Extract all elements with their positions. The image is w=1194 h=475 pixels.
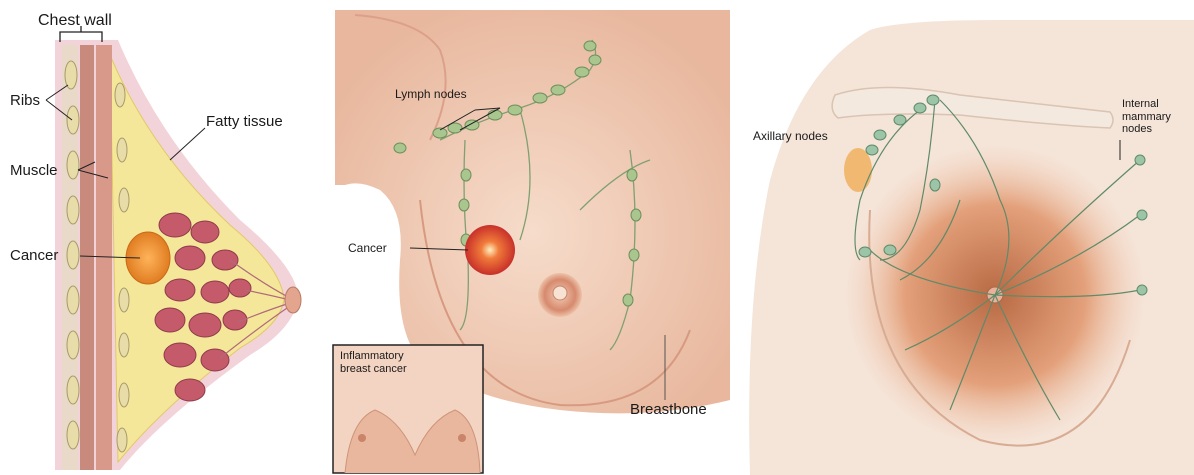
internal-line2: mammary	[1122, 111, 1171, 124]
label-breastbone: Breastbone	[630, 402, 707, 417]
internal-line1: Internal	[1122, 98, 1171, 111]
inset-title-line2: breast cancer	[340, 363, 407, 376]
side-view-panel	[46, 26, 301, 470]
internal-line3: nodes	[1122, 123, 1171, 136]
ribs	[65, 61, 79, 449]
label-lymph-nodes: Lymph nodes	[395, 88, 467, 100]
label-cancer-side: Cancer	[10, 248, 58, 263]
label-axillary-nodes: Axillary nodes	[753, 130, 828, 142]
label-cancer-front: Cancer	[348, 242, 387, 254]
label-fatty-tissue: Fatty tissue	[206, 114, 283, 129]
label-chest-wall: Chest wall	[38, 13, 112, 29]
nipple-front	[553, 286, 567, 300]
inset-title: Inflammatory breast cancer	[340, 350, 407, 375]
tumor-front	[465, 225, 515, 275]
label-internal-mammary-nodes: Internal mammary nodes	[1122, 98, 1171, 136]
muscle-band-inner	[96, 45, 112, 470]
lymph-view-panel	[749, 20, 1194, 475]
inset-title-line1: Inflammatory	[340, 350, 407, 363]
nipple	[285, 287, 301, 313]
axillary-highlight	[844, 148, 872, 192]
label-muscle: Muscle	[10, 163, 58, 178]
muscle-band-outer	[80, 45, 94, 470]
label-ribs: Ribs	[10, 93, 40, 108]
